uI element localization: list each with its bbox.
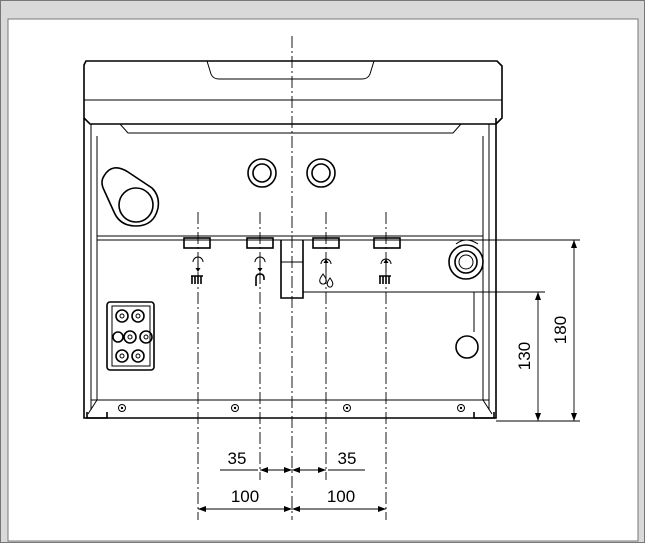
vertical-dimensions xyxy=(535,240,577,421)
horizontal-dimensions xyxy=(198,467,386,512)
boiler-body xyxy=(83,60,503,419)
extension-lines xyxy=(220,239,580,471)
dim-label-35-right: 35 xyxy=(338,449,357,468)
dim-label-100-right: 100 xyxy=(327,487,355,506)
inner-frame xyxy=(7,18,639,542)
dim-label-35-left: 35 xyxy=(228,449,247,468)
center-lines xyxy=(197,36,387,520)
dim-label-130: 130 xyxy=(515,342,534,370)
dim-label-180: 180 xyxy=(551,316,570,344)
dim-label-100-left: 100 xyxy=(231,487,259,506)
